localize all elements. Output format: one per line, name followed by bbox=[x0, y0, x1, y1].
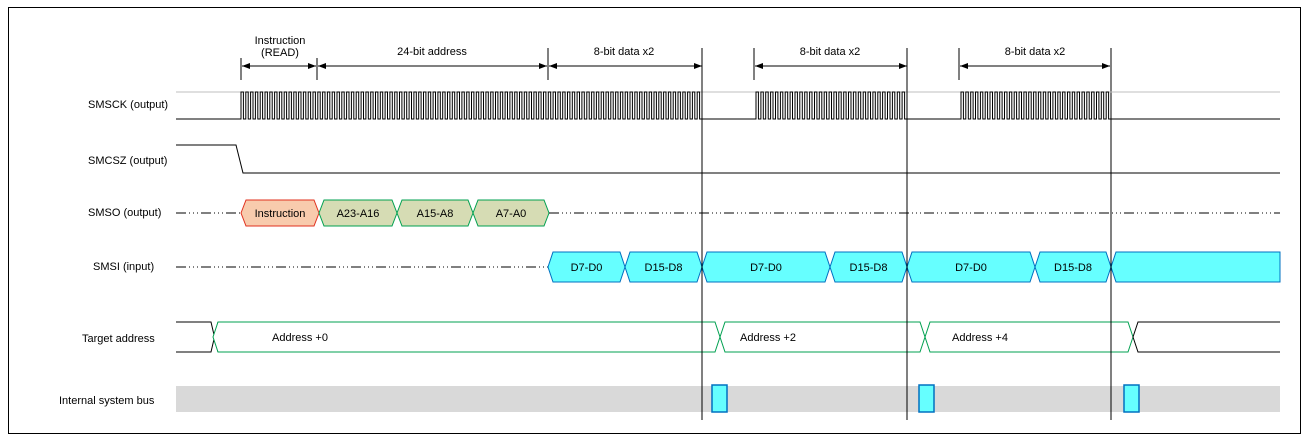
internal-bus-label: Internal system bus bbox=[59, 395, 155, 407]
smcsz-label: SMCSZ (output) bbox=[88, 155, 167, 167]
smsi-field-open bbox=[1110, 251, 1281, 283]
smsi-field-label: D15-D8 bbox=[850, 262, 888, 274]
target-address-label: Target address bbox=[82, 333, 155, 345]
target-address-label-value: Address +4 bbox=[952, 332, 1008, 344]
data-header-3: 8-bit data x2 bbox=[1005, 46, 1066, 58]
instruction-header-line2: (READ) bbox=[261, 47, 299, 59]
address-header: 24-bit address bbox=[397, 46, 467, 58]
smsi-field-label: D7-D0 bbox=[955, 262, 987, 274]
data-header-2: 8-bit data x2 bbox=[800, 46, 861, 58]
bus-access-pulse bbox=[918, 384, 935, 413]
smsi-field-label: D7-D0 bbox=[571, 262, 603, 274]
target-address-idle bbox=[1132, 321, 1280, 353]
smcsz-waveform bbox=[176, 144, 1280, 174]
bus-access-pulse bbox=[1123, 384, 1140, 413]
target-address-label-value: Address +0 bbox=[272, 332, 328, 344]
phase-markers bbox=[701, 48, 1112, 420]
internal-bus-band bbox=[176, 386, 1280, 412]
smso-field-label: A15-A8 bbox=[417, 208, 454, 220]
smsi-field-label: D7-D0 bbox=[750, 262, 782, 274]
smso-field-label: Instruction bbox=[255, 208, 306, 220]
instruction-header-line1: Instruction bbox=[255, 35, 306, 47]
smsck-label: SMSCK (output) bbox=[88, 99, 168, 111]
target-address-idle bbox=[176, 321, 219, 353]
smsck-waveform bbox=[176, 91, 1280, 120]
smso-label: SMSO (output) bbox=[88, 207, 161, 219]
bus-access-pulse bbox=[711, 384, 728, 413]
target-address-label-value: Address +2 bbox=[740, 332, 796, 344]
smso-field-label: A7-A0 bbox=[496, 208, 527, 220]
data-header-1: 8-bit data x2 bbox=[594, 46, 655, 58]
smsi-field-label: D15-D8 bbox=[1054, 262, 1092, 274]
smsi-label: SMSI (input) bbox=[93, 261, 154, 273]
span-markers bbox=[240, 48, 1112, 118]
smso-field-label: A23-A16 bbox=[337, 208, 380, 220]
diagram-frame bbox=[8, 7, 1301, 434]
smsi-field-label: D15-D8 bbox=[645, 262, 683, 274]
